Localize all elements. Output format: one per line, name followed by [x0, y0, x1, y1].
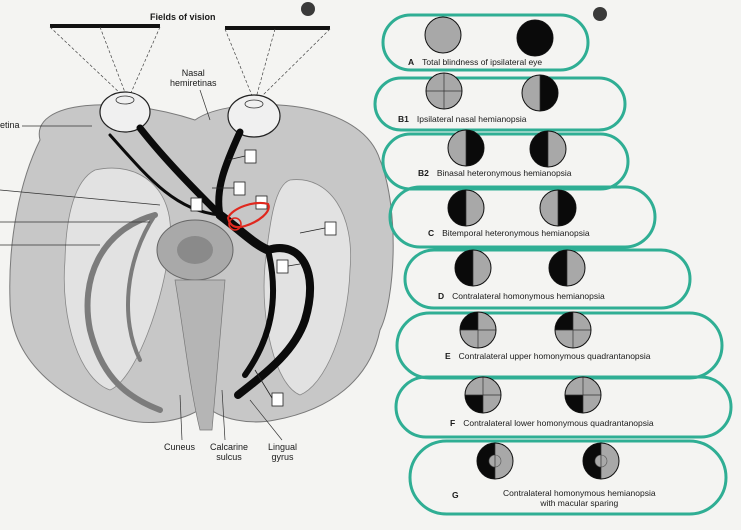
- lingual-gyrus-label: Lingual gyrus: [268, 442, 298, 463]
- field-circle-right-eye: [516, 19, 554, 57]
- oval-outline: [373, 76, 627, 132]
- defect-row-g: [408, 439, 728, 516]
- field-circle-right-eye: [554, 311, 592, 349]
- field-circle-right-eye: [539, 189, 577, 227]
- field-circle-left-eye: [454, 249, 492, 287]
- defect-row-f: [394, 375, 733, 439]
- oval-outline: [408, 439, 728, 516]
- oval-outline: [403, 248, 692, 310]
- nasal-hemiretinas-label: Nasal hemiretinas: [170, 68, 217, 89]
- oval-outline: [381, 132, 630, 191]
- defect-row-a: [381, 13, 590, 72]
- field-circle-left-eye: [447, 189, 485, 227]
- red-lesion-mark: [226, 201, 270, 229]
- binder-hole-left: [301, 2, 315, 16]
- field-circle-right-eye: [582, 442, 620, 480]
- calcarine-sulcus-label: Calcarine sulcus: [210, 442, 249, 463]
- field-circle-right-eye: [529, 130, 567, 168]
- fields-of-vision-title: Fields of vision: [150, 12, 216, 22]
- defect-row-d: [403, 248, 692, 310]
- visual-field-defects: [373, 13, 733, 516]
- field-circle-left-eye: [464, 376, 502, 414]
- cuneus-label: Cuneus: [164, 442, 196, 452]
- defect-row-b1: [373, 72, 627, 132]
- retina-label: etina: [0, 120, 20, 130]
- field-circle-left-eye: [459, 311, 497, 349]
- field-circle-right-eye: [548, 249, 586, 287]
- field-circle-right-eye: [564, 376, 602, 414]
- field-circle-left-eye: [425, 72, 463, 110]
- field-circle-left-eye: [476, 442, 514, 480]
- binder-hole-right: [593, 7, 607, 21]
- oval-outline: [388, 185, 657, 249]
- defect-row-c: [388, 185, 657, 249]
- defect-row-e: [395, 311, 724, 380]
- field-circle-left-eye: [447, 129, 485, 167]
- visual-pathway-illustration: [0, 24, 394, 441]
- oval-outline: [381, 13, 590, 72]
- defect-row-b2: [381, 129, 630, 191]
- field-circle-left-eye: [424, 16, 462, 54]
- oval-outline: [394, 375, 733, 439]
- field-circle-right-eye: [521, 74, 559, 112]
